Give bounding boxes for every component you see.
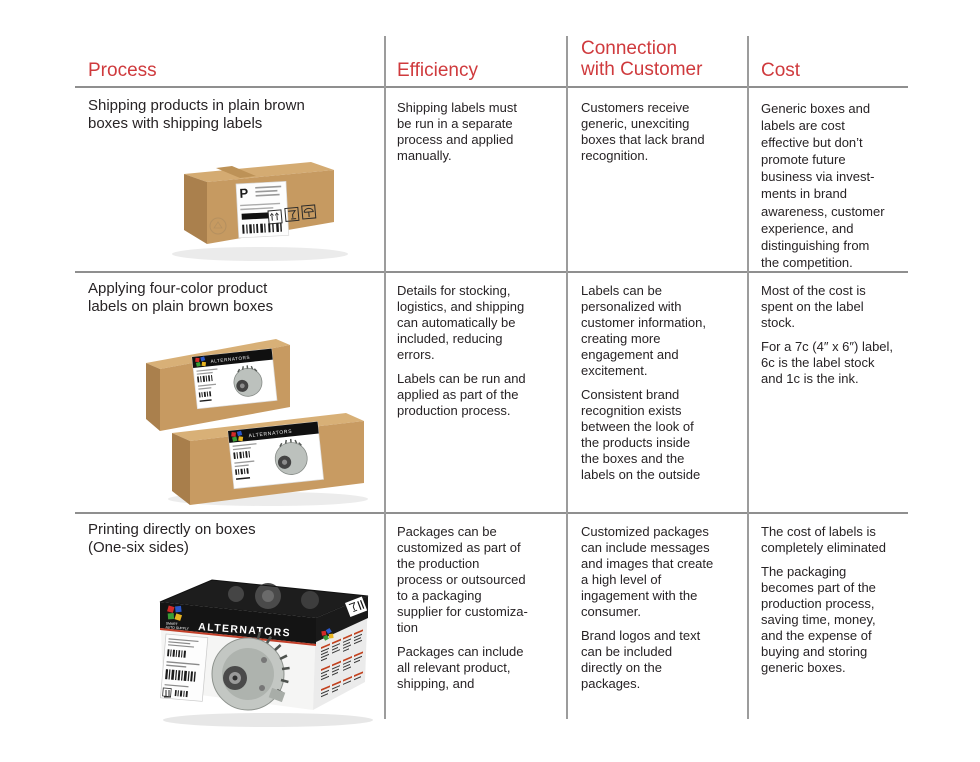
panel-barcodes (165, 649, 196, 682)
label-barcodes (233, 450, 251, 480)
four-color-logo-icon (195, 356, 207, 367)
cell-cost-1: Generic boxes and labels are cost effect… (761, 101, 885, 270)
cell-connection-3: Customized packages can include messages… (581, 524, 714, 691)
alternator-graphic (211, 631, 290, 711)
brand-sub-line2: AUTO SUPPLY (165, 625, 189, 631)
label-brand-band (228, 421, 319, 443)
utensils-icon (357, 600, 365, 610)
column-header-connection: Connection with Customer (581, 38, 703, 80)
box-shadow (163, 713, 373, 727)
panel-glyph-box (162, 687, 172, 698)
process-title-1: Shipping products in plain brown boxes w… (88, 97, 305, 132)
product-label-back: ALTERNATORS (191, 348, 278, 410)
cell-cost-3: The cost of labels is completely elimina… (761, 524, 887, 675)
alternator-graphic (233, 365, 263, 397)
alternator-graphic (274, 438, 308, 475)
box-tape (216, 166, 256, 178)
header-rule (75, 86, 908, 88)
row-divider-2 (75, 512, 908, 514)
side-text-columns (321, 629, 363, 698)
cell-connection-2: Labels can be personalized with customer… (581, 283, 706, 482)
brand-band-front (160, 602, 316, 644)
four-color-logo-icon: SMART AUTO SUPPLY (165, 605, 190, 631)
label-data-lines (232, 443, 257, 468)
column-divider-1 (384, 36, 386, 719)
four-color-logo-icon (231, 430, 244, 442)
fragile-glass-icon (284, 206, 300, 223)
label-data-lines (196, 368, 218, 390)
brand-text: ALTERNATORS (248, 429, 292, 440)
brand-band-accent (160, 628, 316, 646)
cell-efficiency-2: Details for stocking, logistics, and shi… (397, 283, 526, 418)
carrier-letter: P (239, 185, 249, 200)
column-header-efficiency: Efficiency (397, 60, 478, 81)
fragile-icons-box (345, 596, 368, 618)
keep-dry-icon (301, 204, 317, 220)
cell-efficiency-3: Packages can be customized as part of th… (397, 524, 528, 691)
box-top-face (184, 162, 334, 182)
cell-efficiency-1: Shipping labels must be run in a separat… (397, 100, 517, 163)
front-box: ALTERNATORS (172, 413, 364, 505)
printed-box-photo: SMART AUTO SUPPLY ALTERNATORS (159, 579, 373, 727)
brand-sub-line1: SMART (166, 621, 178, 626)
wine-glass-icon (348, 601, 358, 612)
this-way-up-icon (267, 209, 283, 225)
alternator-fins (256, 631, 290, 695)
bottom-glyphs (164, 690, 171, 698)
spec-label-panel (160, 633, 209, 702)
cell-connection-1: Customers receive generic, unexciting bo… (581, 100, 705, 163)
label-barcodes (197, 375, 213, 402)
recycle-stamp-icon (209, 217, 227, 235)
brand-text: ALTERNATORS (210, 355, 250, 364)
column-header-cost: Cost (761, 60, 801, 81)
label-barcode (242, 222, 282, 234)
process-title-2: Applying four-color product labels on pl… (88, 280, 274, 315)
row-divider-1 (75, 271, 908, 273)
process-title-3: Printing directly on boxes (One-six side… (88, 521, 256, 556)
cell-cost-2: Most of the cost is spent on the label s… (761, 283, 894, 386)
column-header-process: Process (88, 60, 157, 81)
box-left-face (184, 174, 207, 244)
four-color-logo-icon-small (321, 627, 334, 641)
column-divider-2 (566, 36, 568, 719)
handling-icons (267, 204, 317, 225)
back-box: ALTERNATORS (146, 339, 290, 431)
product-label-front: ALTERNATORS (227, 421, 324, 490)
label-brand-band (192, 348, 273, 368)
column-divider-3 (747, 36, 749, 719)
plain-box-photo: P (172, 162, 348, 261)
recycle-triangle (213, 221, 223, 229)
label-black-bar (241, 212, 269, 220)
box-shadow (172, 247, 348, 261)
labeled-boxes-photo: ALTERNATORS (146, 339, 368, 506)
